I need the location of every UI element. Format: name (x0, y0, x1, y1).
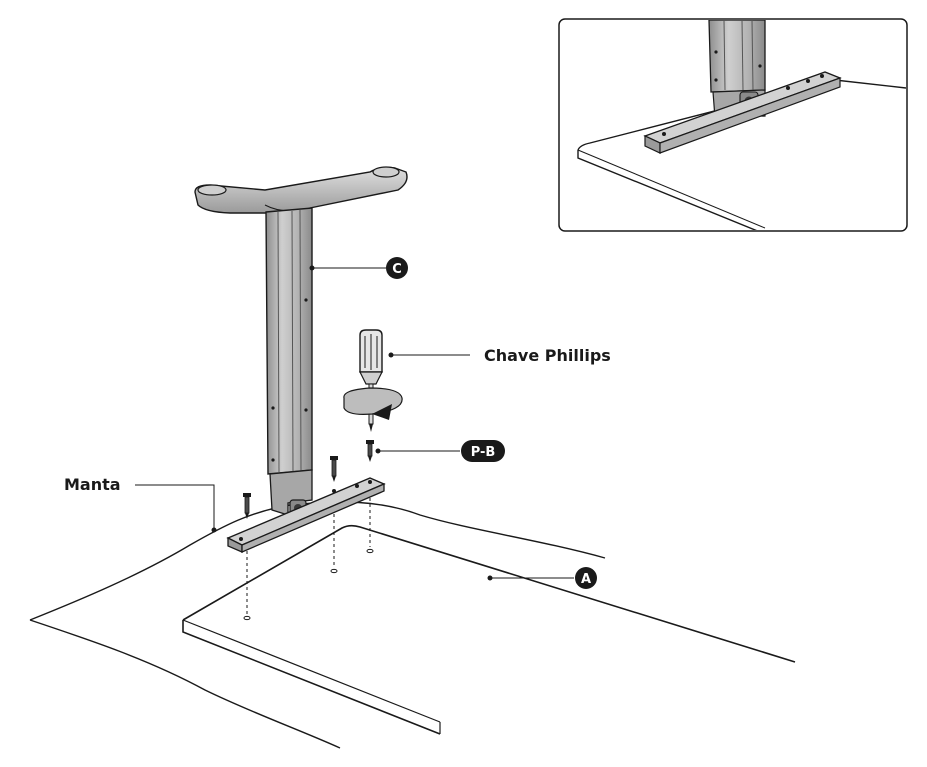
pilot-hole (366, 548, 374, 554)
table-top (182, 524, 796, 735)
leader-lines (135, 267, 574, 579)
leg-frame (194, 166, 408, 553)
leader-dot (309, 265, 315, 271)
leader-dot (487, 575, 493, 581)
label-manta: Manta (64, 475, 121, 494)
leader-dot (211, 527, 217, 533)
badge-pb: P-B (461, 440, 505, 462)
screw (366, 440, 374, 462)
leader-dot (388, 352, 394, 358)
inset-panel (558, 18, 908, 232)
pilot-hole (330, 568, 338, 574)
badge-c-text: C (392, 262, 402, 277)
leader-dot (375, 448, 381, 454)
rotation-arrow-icon (343, 387, 403, 420)
badge-a: A (575, 567, 597, 589)
label-screwdriver: Chave Phillips (484, 346, 611, 365)
screwdriver-icon (359, 329, 383, 432)
screw (330, 456, 338, 482)
pilot-hole (243, 615, 251, 621)
badge-a-text: A (581, 572, 591, 587)
blanket-lower-edge (29, 619, 341, 749)
screw (243, 493, 251, 519)
badge-pb-text: P-B (471, 445, 496, 460)
badge-c: C (386, 257, 408, 279)
